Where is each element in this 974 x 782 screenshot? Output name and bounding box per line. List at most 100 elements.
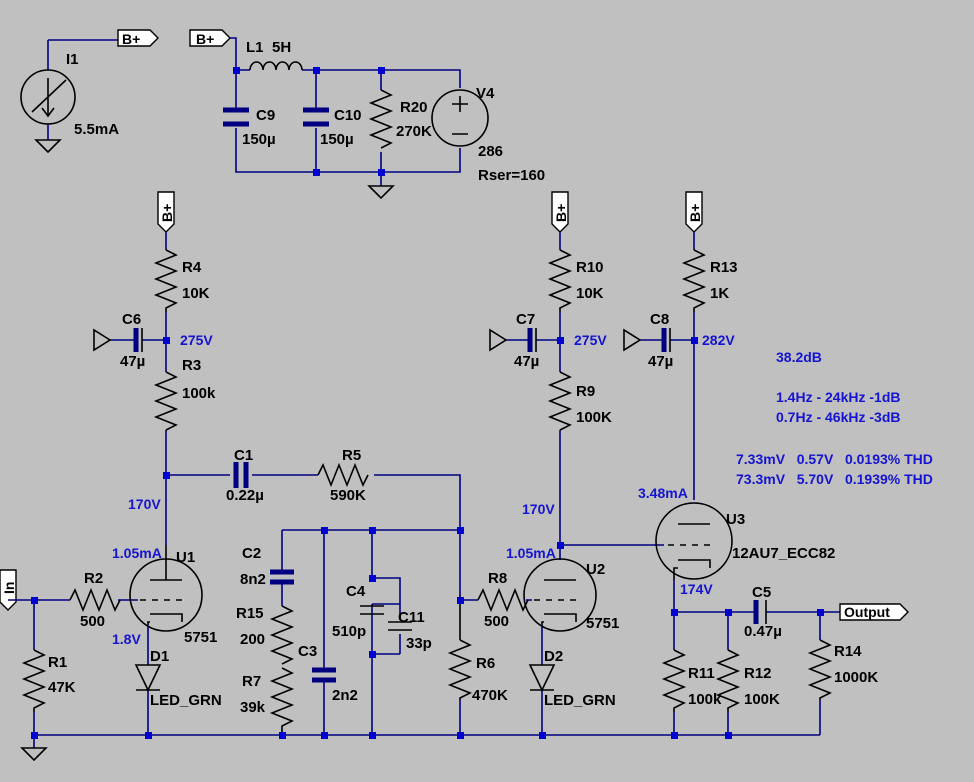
power-supply: B+ L1 5H C9 150µ C10 150µ R20 270K V4 28…: [189, 29, 545, 199]
label-c3-value: 2n2: [332, 687, 358, 704]
label-r2-value: 500: [80, 613, 105, 630]
label-r20-value: 270K: [396, 123, 432, 140]
bplus-flag: B+: [553, 204, 569, 222]
label-r20-name: R20: [400, 99, 428, 116]
label-r3-name: R3: [182, 357, 201, 374]
annot-i-u2: 1.05mA: [506, 545, 556, 561]
label-c4-value: 510p: [332, 623, 366, 640]
interstage-network: C2 8n2 R15 200 R7 39k C3 2n2 C4 510p C11…: [236, 527, 508, 739]
label-l1-name: L1: [246, 39, 264, 56]
label-r14-value: 1000K: [834, 669, 878, 686]
label-d1-name: D1: [150, 648, 169, 665]
label-c4-name: C4: [346, 583, 366, 600]
label-r12-name: R12: [744, 665, 772, 682]
label-r8-name: R8: [488, 570, 507, 587]
label-c7-value: 47µ: [514, 353, 539, 370]
label-c8-value: 47µ: [648, 353, 673, 370]
annot-i-u1: 1.05mA: [112, 545, 162, 561]
label-d1-value: LED_GRN: [150, 692, 222, 709]
input-flag: In: [1, 582, 17, 594]
annot-bw-3db: 0.7Hz - 46kHz -3dB: [776, 409, 900, 425]
measurement-notes: 38.2dB 1.4Hz - 24kHz -1dB 0.7Hz - 46kHz …: [736, 349, 933, 487]
label-d2-name: D2: [544, 648, 563, 665]
label-c1-value: 0.22µ: [226, 487, 264, 504]
annot-v-cath1: 1.8V: [112, 631, 141, 647]
label-c10-name: C10: [334, 107, 362, 124]
label-u1-value: 5751: [184, 629, 217, 646]
label-c5-value: 0.47µ: [744, 623, 782, 640]
label-r4-name: R4: [182, 259, 202, 276]
annot-v-c7: 275V: [574, 332, 607, 348]
stage-1-tube: In R2 500 R1 47K 1.05mA U1 5751 1.8V D1 …: [0, 545, 820, 761]
label-r14-name: R14: [834, 643, 862, 660]
label-l1-value: 5H: [272, 39, 291, 56]
label-c11-value: 33p: [406, 635, 432, 652]
annot-v-plate1: 170V: [128, 496, 161, 512]
output-flag: Output: [844, 604, 890, 620]
label-c9-name: C9: [256, 107, 275, 124]
label-c11-name: C11: [398, 609, 425, 626]
label-c8-name: C8: [650, 311, 669, 328]
label-u3-name: U3: [726, 511, 745, 528]
label-u2-value: 5751: [586, 615, 619, 632]
annot-i-u3: 3.48mA: [638, 485, 688, 501]
label-v4-value: 286: [478, 143, 503, 160]
label-c2-value: 8n2: [240, 571, 266, 588]
label-r5-value: 590K: [330, 487, 366, 504]
label-c10-value: 150µ: [320, 131, 354, 148]
label-r13-value: 1K: [710, 285, 729, 302]
label-r6-name: R6: [476, 655, 495, 672]
label-r3-value: 100k: [182, 385, 216, 402]
label-r9-value: 100K: [576, 409, 612, 426]
label-r13-name: R13: [710, 259, 738, 276]
stage-2: B+ R10 10K C7 47µ 275V R9 100K 170V 1.05…: [457, 191, 664, 739]
annot-v-c6: 275V: [180, 332, 213, 348]
label-c6-value: 47µ: [120, 353, 145, 370]
label-r2-name: R2: [84, 570, 103, 587]
label-r9-name: R9: [576, 383, 595, 400]
label-r7-value: 39k: [240, 699, 266, 716]
label-r8-value: 500: [484, 613, 509, 630]
annot-thd-row-2: 73.3mV 5.70V 0.1939% THD: [736, 471, 933, 487]
label-c9-value: 150µ: [242, 131, 276, 148]
annot-v-plate2: 170V: [522, 501, 555, 517]
bplus-flag: B+: [687, 204, 703, 222]
label-r15-name: R15: [236, 605, 264, 622]
stage-3: B+ R13 1K C8 47µ 282V 3.48mA U3 12AU7_EC…: [623, 191, 909, 739]
label-i1-name: I1: [66, 51, 79, 68]
label-c7-name: C7: [516, 311, 535, 328]
label-u2-name: U2: [586, 561, 605, 578]
bplus-flag: B+: [122, 31, 140, 47]
label-r5-name: R5: [342, 447, 361, 464]
label-r10-name: R10: [576, 259, 604, 276]
current-source-i1: B+ I1 5.5mA: [20, 29, 159, 153]
annot-gain: 38.2dB: [776, 349, 822, 365]
label-u1-name: U1: [176, 549, 195, 566]
label-v4-name: V4: [476, 85, 495, 102]
label-i1-value: 5.5mA: [74, 121, 119, 138]
label-v4-rser: Rser=160: [478, 167, 545, 184]
label-r10-value: 10K: [576, 285, 604, 302]
label-c3-name: C3: [298, 643, 317, 660]
annot-v-cath3: 174V: [680, 581, 713, 597]
label-u3-value: 12AU7_ECC82: [732, 545, 835, 562]
bplus-flag: B+: [196, 31, 214, 47]
label-r4-value: 10K: [182, 285, 210, 302]
annot-thd-row-1: 7.33mV 0.57V 0.0193% THD: [736, 451, 933, 467]
annot-v-c8: 282V: [702, 332, 735, 348]
annot-bw-1db: 1.4Hz - 24kHz -1dB: [776, 389, 900, 405]
label-r1-value: 47K: [48, 679, 76, 696]
label-c2-name: C2: [242, 545, 261, 562]
label-r11-value: 100k: [688, 691, 722, 708]
label-c6-name: C6: [122, 311, 141, 328]
label-r7-name: R7: [242, 673, 261, 690]
label-d2-value: LED_GRN: [544, 692, 616, 709]
stage-1: B+ R4 10K C6 47µ 275V R3 100k C1 0.22µ R…: [93, 191, 461, 595]
label-r15-value: 200: [240, 631, 265, 648]
label-r12-value: 100K: [744, 691, 780, 708]
label-c1-name: C1: [234, 447, 253, 464]
label-r6-value: 470K: [472, 687, 508, 704]
label-c5-name: C5: [752, 584, 771, 601]
bplus-flag: B+: [159, 204, 175, 222]
